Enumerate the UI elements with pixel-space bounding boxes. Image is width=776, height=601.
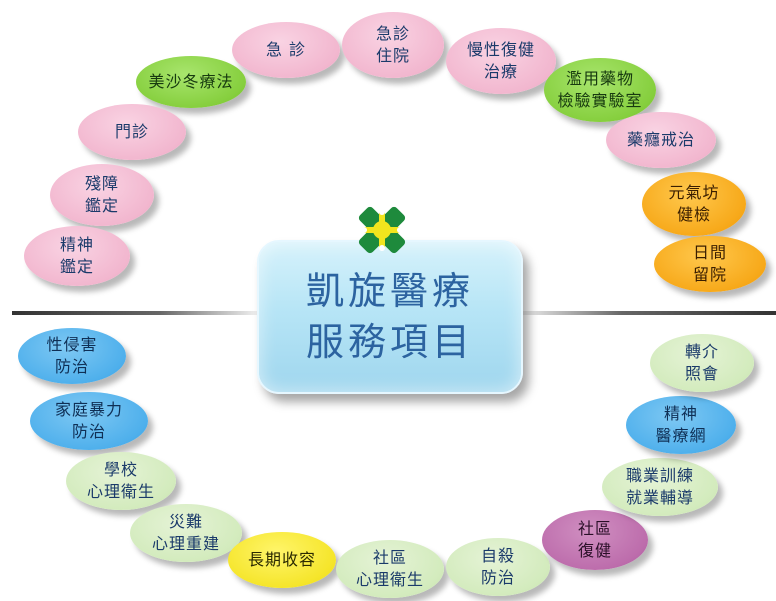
service-health-checkup[interactable]: 元氣坊 健檢 <box>642 172 746 236</box>
service-referral[interactable]: 轉介 照會 <box>650 334 754 392</box>
service-vocational-training[interactable]: 職業訓練 就業輔導 <box>602 458 718 516</box>
divider-right <box>520 311 776 315</box>
service-addiction-treatment[interactable]: 藥癮戒治 <box>606 112 716 168</box>
service-psychiatric-network[interactable]: 精神 醫療網 <box>626 396 736 454</box>
center-title: 凱旋醫療 服務項目 <box>257 240 523 394</box>
service-drug-testing-lab[interactable]: 濫用藥物 檢驗實驗室 <box>544 58 656 122</box>
service-community-rehab[interactable]: 社區 復健 <box>542 510 648 570</box>
divider-left <box>12 311 257 315</box>
service-outpatient[interactable]: 門診 <box>78 104 186 160</box>
service-disaster-reconstruction[interactable]: 災難 心理重建 <box>130 504 242 562</box>
service-disability-assessment[interactable]: 殘障 鑑定 <box>50 164 154 226</box>
service-community-mental-health[interactable]: 社區 心理衛生 <box>336 540 444 598</box>
service-psychiatric-assessment[interactable]: 精神 鑑定 <box>24 226 130 286</box>
service-emergency-admission[interactable]: 急診 住院 <box>342 12 444 78</box>
service-day-hospital[interactable]: 日間 留院 <box>654 236 766 292</box>
service-sexual-assault-prevention[interactable]: 性侵害 防治 <box>18 328 126 384</box>
service-chronic-rehab[interactable]: 慢性復健 治療 <box>446 28 556 94</box>
service-emergency[interactable]: 急 診 <box>232 22 340 78</box>
service-school-mental-health[interactable]: 學校 心理衛生 <box>66 452 176 510</box>
service-long-term-care[interactable]: 長期收容 <box>228 532 336 588</box>
service-domestic-violence-prevention[interactable]: 家庭暴力 防治 <box>30 392 148 450</box>
service-methadone[interactable]: 美沙冬療法 <box>136 56 246 108</box>
kaixuan-hospital-logo-icon <box>358 206 406 254</box>
service-suicide-prevention[interactable]: 自殺 防治 <box>446 538 550 596</box>
